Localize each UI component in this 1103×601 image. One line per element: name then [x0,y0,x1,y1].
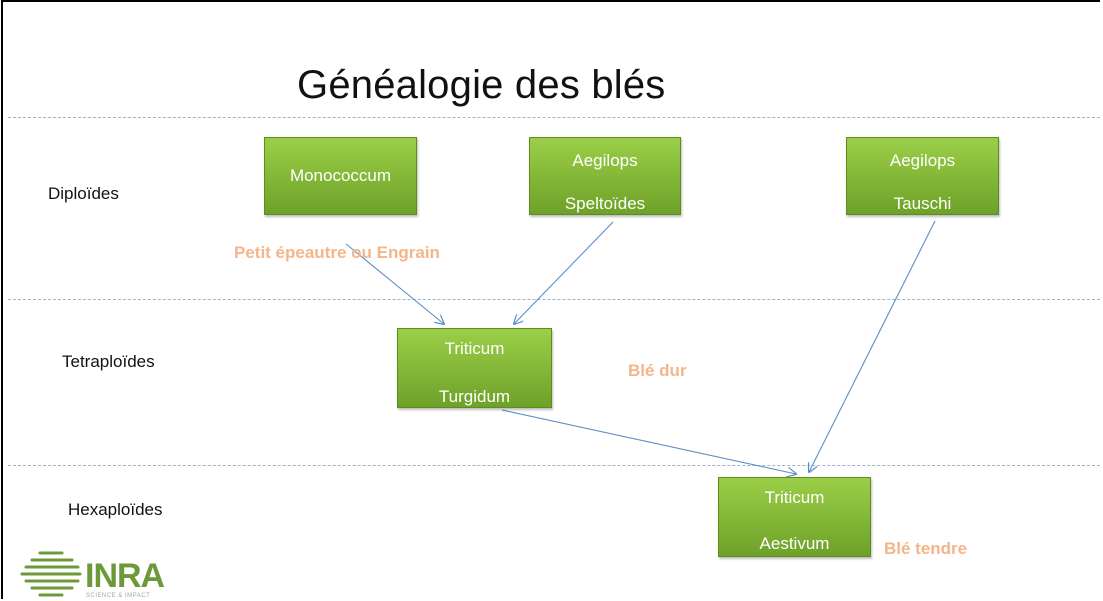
node-aestivum: Triticum Aestivum [718,477,871,557]
inra-logo-subtitle: SCIENCE & IMPACT [86,593,151,599]
node-speltoides-line1: Aegilops [572,151,638,170]
node-speltoides: Aegilops Speltoïdes [529,137,681,215]
node-monococcum-label: Monococcum [289,166,392,185]
arrow-monococcum-turgidum [345,243,444,324]
inra-wheat-icon [20,551,82,597]
node-turgidum-line1: Triticum [444,339,505,358]
arrow-speltoides-turgidum [514,221,614,324]
row-label-tetraploides: Tetraploïdes [62,352,155,371]
annotation-ble-dur: Blé dur [628,361,687,380]
row-label-hexaploides: Hexaploïdes [68,500,163,519]
node-tauschi-line1: Aegilops [889,151,956,170]
node-speltoides-line2: Speltoïdes [564,194,646,213]
inra-logo-text: INRA [85,557,165,595]
node-aestivum-line2: Aestivum [759,534,830,553]
arrow-tauschi-aestivum [809,220,936,472]
node-monococcum: Monococcum [264,137,417,215]
annotation-ble-tendre: Blé tendre [884,539,968,558]
inra-logo: INRA SCIENCE & IMPACT [18,549,193,601]
slide-title: Généalogie des blés [297,63,666,107]
node-tauschi: Aegilops Tauschi [846,137,999,215]
divider-line [8,299,1100,300]
node-aestivum-line1: Triticum [764,488,825,507]
node-turgidum-line2: Turgidum [438,387,511,406]
row-label-diploides: Diploïdes [48,184,119,203]
annotation-engrain: Petit épeautre ou Engrain [234,243,440,262]
arrow-turgidum-aestivum [501,409,796,474]
divider-line [8,465,1100,466]
node-tauschi-line2: Tauschi [893,194,952,213]
divider-line [8,117,1100,118]
node-turgidum: Triticum Turgidum [397,328,552,408]
